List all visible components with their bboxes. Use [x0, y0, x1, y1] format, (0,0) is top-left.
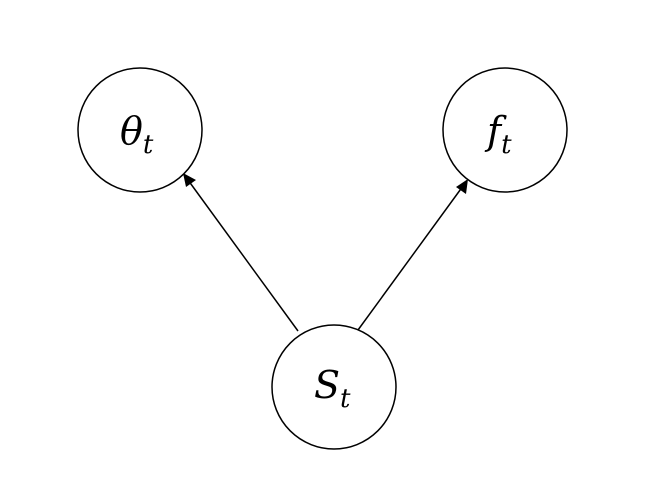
node-theta-t-circle: [77, 67, 203, 193]
node-theta-t: θt: [77, 67, 203, 193]
node-s-t-subscript: t: [340, 384, 351, 414]
node-f-t-subscript: t: [501, 130, 512, 160]
node-theta-t-label: θt: [120, 109, 154, 160]
node-f-t-circle: [442, 67, 568, 193]
arrowhead-f: [456, 179, 468, 194]
arrowhead-theta: [183, 173, 196, 187]
edge-s-to-f: [357, 185, 464, 331]
node-theta-t-subscript: t: [143, 130, 154, 160]
node-theta-t-symbol: θ: [120, 109, 143, 153]
edge-s-to-theta: [187, 179, 299, 332]
node-s-t-symbol: S: [314, 363, 340, 407]
node-s-t: St: [271, 324, 397, 450]
node-s-t-circle: [271, 324, 397, 450]
node-s-t-label: St: [314, 363, 351, 414]
node-f-t: ft: [442, 67, 568, 193]
